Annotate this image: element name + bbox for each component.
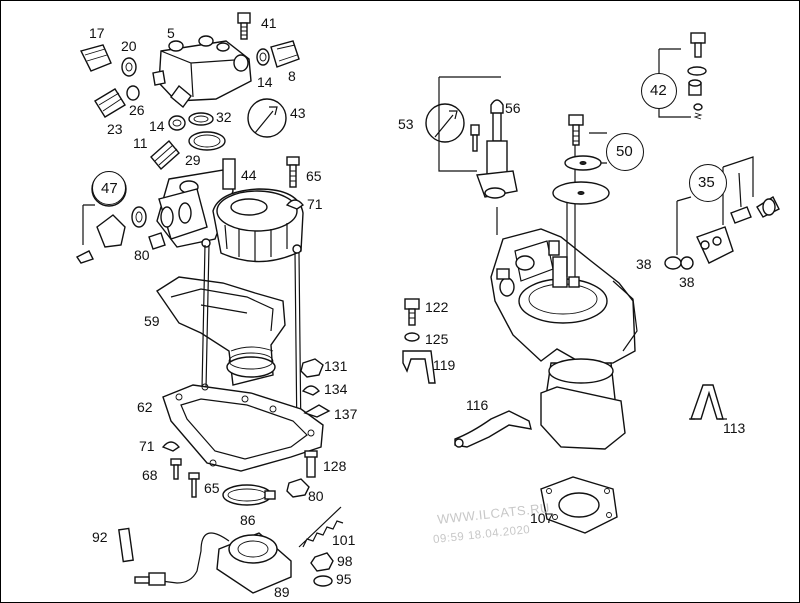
cap-56 [490, 99, 504, 114]
part-label-137[interactable]: 137 [334, 406, 358, 422]
part-label-26[interactable]: 26 [129, 102, 145, 118]
parts-42 [658, 32, 707, 120]
part-label-125[interactable]: 125 [425, 331, 449, 347]
part-label-107[interactable]: 107 [530, 510, 554, 526]
washer-125 [404, 332, 420, 342]
clamp-86 [222, 484, 276, 506]
intake-boot-59 [156, 276, 286, 386]
part-label-14[interactable]: 14 [257, 74, 273, 90]
fitting-23 [94, 85, 140, 118]
part-label-35[interactable]: 35 [698, 174, 715, 191]
part-label-80b[interactable]: 80 [308, 488, 324, 504]
part-label-38b[interactable]: 38 [679, 274, 695, 290]
part-label-23[interactable]: 23 [107, 121, 123, 137]
bracket-113 [690, 384, 724, 420]
part-label-65b[interactable]: 65 [204, 480, 220, 496]
bolt-50 [568, 114, 584, 146]
nut-98 [310, 552, 334, 572]
bracket-119 [402, 350, 436, 384]
part-label-101[interactable]: 101 [332, 532, 356, 548]
gasket-62 [162, 383, 324, 472]
callout-42[interactable]: 42 [641, 73, 677, 109]
nut-80 [148, 232, 166, 250]
sensor-35 [664, 156, 780, 270]
part-label-29[interactable]: 29 [185, 152, 201, 168]
part-label-50[interactable]: 50 [616, 143, 633, 160]
part-label-41[interactable]: 41 [261, 15, 277, 31]
part-label-134[interactable]: 134 [324, 381, 348, 397]
part-label-42[interactable]: 42 [650, 82, 667, 99]
fitting-17 [79, 44, 137, 77]
callout-47[interactable]: 47 [92, 171, 126, 205]
part-label-44[interactable]: 44 [241, 167, 257, 183]
part-label-98[interactable]: 98 [337, 553, 353, 569]
clip-71b [161, 441, 181, 452]
pin-92 [118, 527, 134, 563]
part-label-89[interactable]: 89 [274, 584, 290, 600]
clip-71 [285, 199, 305, 210]
part-label-62[interactable]: 62 [137, 399, 153, 415]
part-label-65[interactable]: 65 [306, 168, 322, 184]
bolt-68 [170, 458, 182, 480]
part-label-8[interactable]: 8 [288, 68, 296, 84]
bolt-65-top [286, 156, 300, 188]
nut-131 [300, 358, 324, 378]
part-label-38a[interactable]: 38 [636, 256, 652, 272]
part-label-5[interactable]: 5 [167, 25, 175, 41]
part-label-56[interactable]: 56 [505, 100, 521, 116]
part-label-122[interactable]: 122 [425, 299, 449, 315]
part-label-14b[interactable]: 14 [149, 118, 165, 134]
part-label-71b[interactable]: 71 [139, 438, 155, 454]
part-label-59[interactable]: 59 [144, 313, 160, 329]
lever-116 [454, 410, 532, 448]
connector-89 [134, 532, 292, 594]
part-label-113[interactable]: 113 [723, 420, 746, 436]
part-label-80[interactable]: 80 [134, 247, 150, 263]
injector-block [148, 188, 208, 250]
spring-101 [298, 506, 344, 548]
part-label-116[interactable]: 116 [466, 397, 489, 413]
part-label-53[interactable]: 53 [398, 116, 414, 132]
clip-137 [303, 404, 331, 418]
fitting-11 [150, 139, 180, 171]
part-label-20[interactable]: 20 [121, 38, 137, 54]
part-label-47[interactable]: 47 [101, 180, 118, 197]
part-label-131[interactable]: 131 [324, 358, 348, 374]
part-label-32[interactable]: 32 [216, 109, 232, 125]
clip-134 [301, 385, 321, 396]
washer-95 [313, 575, 333, 587]
gasket-107 [540, 476, 618, 534]
part-label-119[interactable]: 119 [433, 357, 456, 373]
part-label-95[interactable]: 95 [336, 571, 352, 587]
part-label-92[interactable]: 92 [92, 529, 108, 545]
wrench-icon-43 [247, 98, 287, 138]
bolt-41 [237, 12, 251, 40]
throttle-body [490, 228, 638, 450]
nut-80b [286, 478, 310, 498]
part-label-128[interactable]: 128 [323, 458, 347, 474]
fitting-8 [256, 40, 300, 68]
part-label-68[interactable]: 68 [142, 467, 158, 483]
part-label-11[interactable]: 11 [133, 135, 148, 151]
part-label-71[interactable]: 71 [307, 196, 323, 212]
valve-53 [425, 76, 518, 199]
part-label-17[interactable]: 17 [89, 25, 105, 41]
part-label-43[interactable]: 43 [290, 105, 306, 121]
callout-35[interactable]: 35 [689, 164, 727, 202]
stud-128 [304, 450, 318, 478]
bolt-65b [188, 472, 200, 498]
bolt-122 [404, 298, 420, 326]
washer-32 [188, 112, 214, 126]
callout-50[interactable]: 50 [606, 133, 644, 171]
part-label-86[interactable]: 86 [240, 512, 256, 528]
manifold-block [152, 35, 252, 109]
